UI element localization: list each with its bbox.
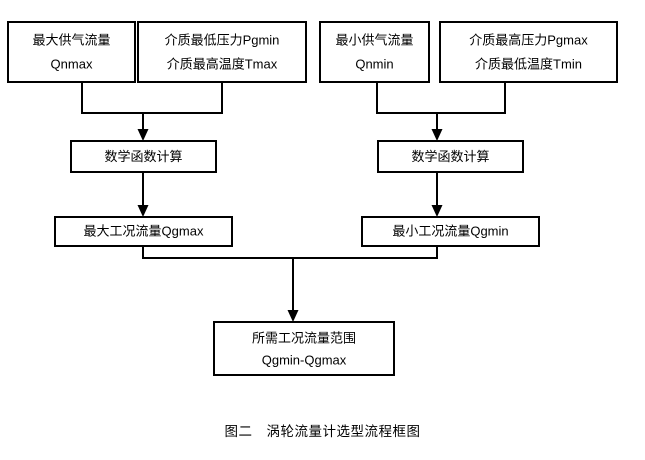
connector-group-calc-to-flow xyxy=(137,172,443,217)
connector-group-right-merge xyxy=(376,82,506,141)
node-box-outline xyxy=(439,21,618,83)
node-medium-max-pressure-min-temp[interactable]: 介质最高压力Pgmax 介质最低温度Tmin xyxy=(439,21,618,83)
arrow-head-to-math-calc-right xyxy=(431,129,443,141)
node-medium-min-pressure-max-temp[interactable]: 介质最低压力Pgmin 介质最高温度Tmax xyxy=(137,21,307,83)
arrow-head-to-required-range xyxy=(287,310,299,322)
node-min-working-flow[interactable]: 最小工况流量Qgmin xyxy=(361,216,540,247)
node-box-outline xyxy=(70,140,217,173)
node-label-line1: 最大工况流量Qgmax xyxy=(84,223,204,238)
node-box-outline xyxy=(137,21,307,83)
node-label-line2: 介质最低温度Tmin xyxy=(475,56,582,71)
node-label-line1: 介质最高压力Pgmax xyxy=(469,32,588,47)
node-label-line2: Qnmax xyxy=(51,56,93,71)
node-box-outline xyxy=(377,140,524,173)
node-required-working-flow-range[interactable]: 所需工况流量范围 Qgmin-Qgmax xyxy=(213,321,395,376)
node-box-outline xyxy=(7,21,136,83)
node-label-line2: Qgmin-Qgmax xyxy=(262,352,347,367)
node-min-supply-flow[interactable]: 最小供气流量 Qnmin xyxy=(319,21,430,83)
arrow-head-to-min-working-flow xyxy=(431,205,443,217)
node-math-function-calc-left[interactable]: 数学函数计算 xyxy=(70,140,217,173)
connector-group-bottom-merge xyxy=(142,245,438,322)
node-label-line2: 介质最高温度Tmax xyxy=(167,56,278,71)
arrow-head-to-math-calc-left xyxy=(137,129,149,141)
figure-caption: 图二 涡轮流量计选型流程框图 xyxy=(224,424,421,439)
node-label-line1: 数学函数计算 xyxy=(104,149,182,164)
node-box-outline xyxy=(54,216,233,247)
node-label-line1: 最大供气流量 xyxy=(32,32,110,47)
node-label-line1: 介质最低压力Pgmin xyxy=(165,32,280,47)
node-label-line1: 所需工况流量范围 xyxy=(252,330,356,345)
node-label-line1: 数学函数计算 xyxy=(411,149,489,164)
node-max-supply-flow[interactable]: 最大供气流量 Qnmax xyxy=(7,21,136,83)
node-box-outline xyxy=(361,216,540,247)
node-box-outline xyxy=(319,21,430,83)
connector-group-left-merge xyxy=(81,82,223,141)
node-box-outline xyxy=(213,321,395,376)
node-math-function-calc-right[interactable]: 数学函数计算 xyxy=(377,140,524,173)
node-label-line1: 最小供气流量 xyxy=(335,32,413,47)
node-max-working-flow[interactable]: 最大工况流量Qgmax xyxy=(54,216,233,247)
node-label-line1: 最小工况流量Qgmin xyxy=(392,223,508,238)
node-label-line2: Qnmin xyxy=(355,56,393,71)
arrow-head-to-max-working-flow xyxy=(137,205,149,217)
